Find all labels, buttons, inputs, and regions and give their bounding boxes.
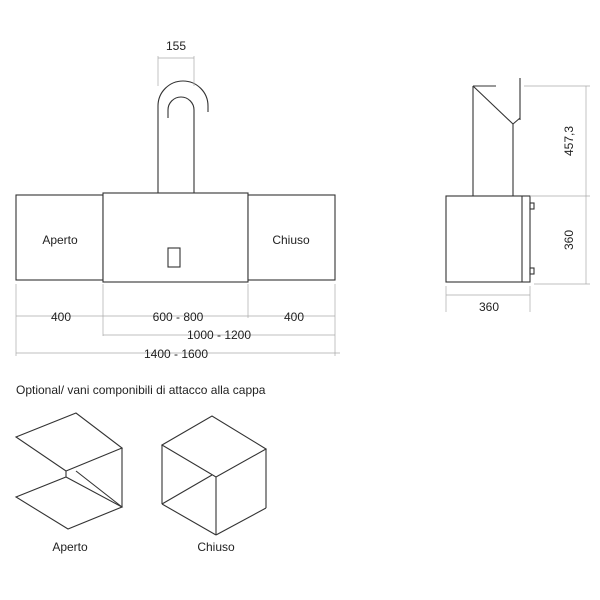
dim-mid-total-label: 1000 - 1200 [187,328,251,342]
side-hinge-bottom [529,267,535,275]
front-dimensions: 400 600 - 800 400 1000 - 1200 1400 - 160… [15,284,340,361]
chimney-height-label: 457,3 [562,126,576,156]
side-box [445,195,531,283]
dim-center-label: 600 - 800 [153,310,204,324]
closed-cabinet-drawing [160,415,268,536]
hood-control-slot [167,247,181,268]
open-cabinet-label: Aperto [52,540,88,554]
dim-right-label: 400 [284,310,304,324]
left-panel-aperto [15,194,104,281]
left-panel-label: Aperto [42,233,78,247]
side-chimney [472,78,521,196]
flue-diameter-label: 155 [166,39,186,53]
dim-total-label: 1400 - 1600 [144,347,208,361]
flue-dimension: 155 [157,39,195,86]
front-view: 155 Aperto Chiuso 400 600 - 800 400 1000… [15,39,340,361]
optional-title: Optional/ vani componibili di attacco al… [16,383,266,397]
open-cabinet-drawing [14,412,124,530]
box-width-label: 360 [479,300,499,314]
closed-cabinet-label: Chiuso [197,540,235,554]
right-panel-label: Chiuso [272,233,310,247]
dim-left-label: 400 [51,310,71,324]
hood-body [102,192,249,283]
side-hinge-top [529,202,535,210]
side-dimensions: 457,3 360 360 [445,85,590,314]
right-panel-chiuso [247,194,336,281]
side-view: 457,3 360 360 [445,78,590,314]
box-height-label: 360 [562,230,576,250]
flue-pipe [157,80,209,193]
